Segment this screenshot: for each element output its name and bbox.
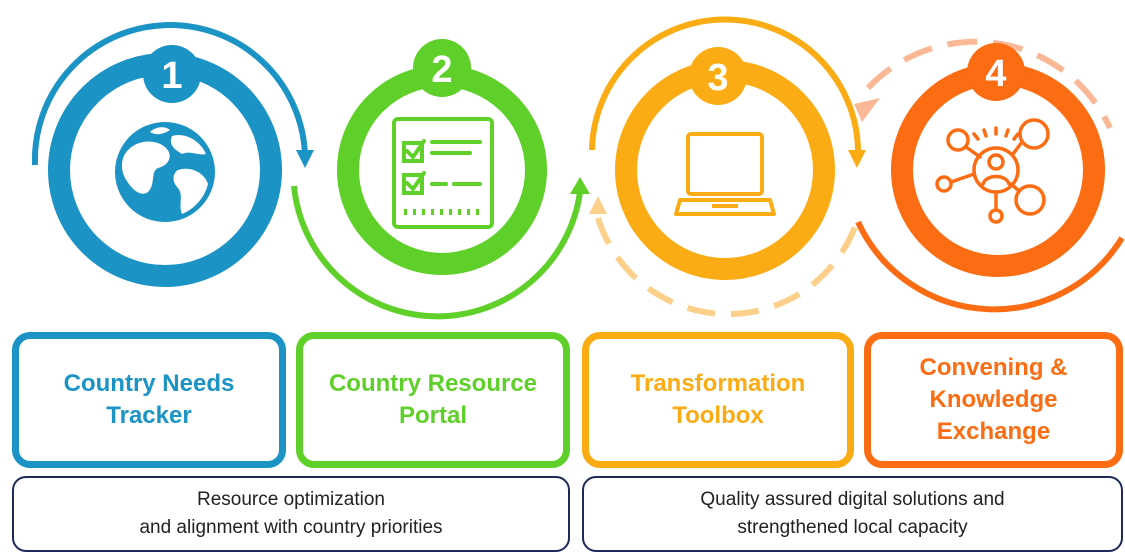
- step-2-number-badge: [413, 39, 471, 97]
- step-2-arrowhead: [570, 177, 590, 194]
- step-3-outer-arc: [589, 16, 862, 156]
- step-4-dashed-arrowhead: [854, 98, 880, 122]
- step-1-arrowhead: [296, 150, 314, 168]
- laptop-icon: [674, 132, 776, 216]
- step-1-card: Country Needs Tracker: [12, 332, 286, 468]
- outcome-1-text: Resource optimization and alignment with…: [139, 489, 443, 538]
- step-1-group: 1: [31, 21, 314, 287]
- step-4-number-badge: [967, 43, 1025, 101]
- step-3-card: Transformation Toolbox: [582, 332, 854, 468]
- step-2-number: 2: [431, 49, 452, 91]
- step-2-ring: [337, 65, 547, 275]
- step-3-arrowhead: [848, 150, 866, 168]
- outcome-box-1: Resource optimization and alignment with…: [12, 476, 570, 552]
- step-4-number: 4: [985, 53, 1006, 95]
- outcome-box-2: Quality assured digital solutions and st…: [582, 476, 1123, 552]
- step-4-card: Convening & Knowledge Exchange: [864, 332, 1123, 468]
- step-1-title: Country Needs Tracker: [63, 370, 235, 429]
- step-1-outer-arc: [31, 21, 308, 166]
- step-1-number: 1: [161, 55, 182, 97]
- step-4-outer-arc: [855, 220, 1125, 313]
- network-icon: [935, 118, 1050, 224]
- step-3-group: 3: [589, 16, 866, 318]
- step-2-title: Country Resource Portal: [328, 370, 538, 429]
- step-3-number: 3: [707, 57, 728, 99]
- step-4-group: 4: [854, 38, 1125, 313]
- step-1-number-badge: [143, 45, 201, 103]
- step-2-card: Country Resource Portal: [296, 332, 570, 468]
- step-3-title: Transformation Toolbox: [630, 370, 806, 429]
- step-3-dashed-arc: [595, 217, 861, 318]
- step-2-outer-arc: [291, 185, 583, 320]
- step-3-dashed-arrowhead: [589, 196, 607, 214]
- step-2-group: 2: [291, 39, 590, 320]
- globe-icon: [115, 122, 215, 222]
- outcome-2-text: Quality assured digital solutions and st…: [700, 489, 1005, 538]
- step-3-number-badge: [689, 47, 747, 105]
- step-4-title: Convening & Knowledge Exchange: [919, 354, 1068, 445]
- checklist-icon: [392, 117, 494, 229]
